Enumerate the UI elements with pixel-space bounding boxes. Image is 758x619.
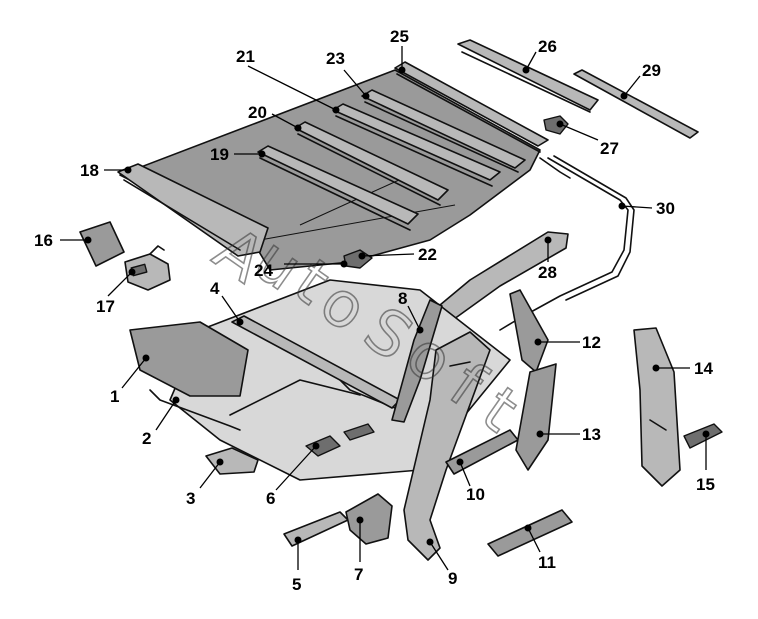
wire-bracket <box>149 389 241 431</box>
callout-1: 1 <box>110 387 119 406</box>
a-pillar-trim <box>391 299 443 423</box>
callout-22: 22 <box>418 245 437 264</box>
callout-8: 8 <box>398 289 407 308</box>
callout-15: 15 <box>696 475 715 494</box>
callout-21: 21 <box>236 47 255 66</box>
callout-7: 7 <box>354 565 363 584</box>
sun-visor <box>79 221 125 267</box>
front-header-trim <box>117 163 269 257</box>
rear-weatherstrip <box>573 69 699 139</box>
callout-5: 5 <box>292 575 301 594</box>
callout-12: 12 <box>582 333 601 352</box>
callout-14: 14 <box>694 359 713 378</box>
c-pillar-upper <box>509 289 549 373</box>
floor-bracket <box>205 447 259 475</box>
roof-latch <box>543 115 569 135</box>
callout-6: 6 <box>266 489 275 508</box>
footwell-cover <box>129 321 249 397</box>
callout-26: 26 <box>538 37 557 56</box>
callout-16: 16 <box>34 231 53 250</box>
floor-connector <box>305 423 375 457</box>
callout-23: 23 <box>326 49 345 68</box>
c-pillar-lower <box>515 363 557 471</box>
trim-clip <box>683 423 723 449</box>
roof-bow-21 <box>332 103 501 187</box>
b-pillar <box>403 331 491 561</box>
callout-11: 11 <box>538 553 556 572</box>
callout-29: 29 <box>642 61 661 80</box>
rear-header-rail <box>457 39 599 113</box>
callout-19: 19 <box>210 145 229 164</box>
callout-20: 20 <box>248 103 267 122</box>
roof-bow-23 <box>361 89 526 173</box>
callout-27: 27 <box>600 139 619 158</box>
callout-10: 10 <box>466 485 485 504</box>
callout-17: 17 <box>96 297 115 316</box>
sun-visor-mirror <box>124 245 171 291</box>
callout-18: 18 <box>80 161 99 180</box>
callout-30: 30 <box>656 199 675 218</box>
callout-2: 2 <box>142 429 151 448</box>
callout-labels: 1 2 3 4 5 6 7 8 9 10 11 12 13 14 15 16 1… <box>34 27 715 594</box>
roof-bow-20 <box>294 121 449 206</box>
callout-24: 24 <box>254 261 273 280</box>
callout-13: 13 <box>582 425 601 444</box>
callout-4: 4 <box>210 279 220 298</box>
callout-25: 25 <box>390 27 409 46</box>
callout-28: 28 <box>538 263 557 282</box>
side-trim-panel <box>633 327 681 487</box>
leader-lines <box>60 46 710 571</box>
callout-9: 9 <box>448 569 457 588</box>
roof-bow-19 <box>257 145 419 231</box>
sill-strip <box>283 511 349 547</box>
grommet-cover <box>345 493 393 545</box>
callout-3: 3 <box>186 489 195 508</box>
